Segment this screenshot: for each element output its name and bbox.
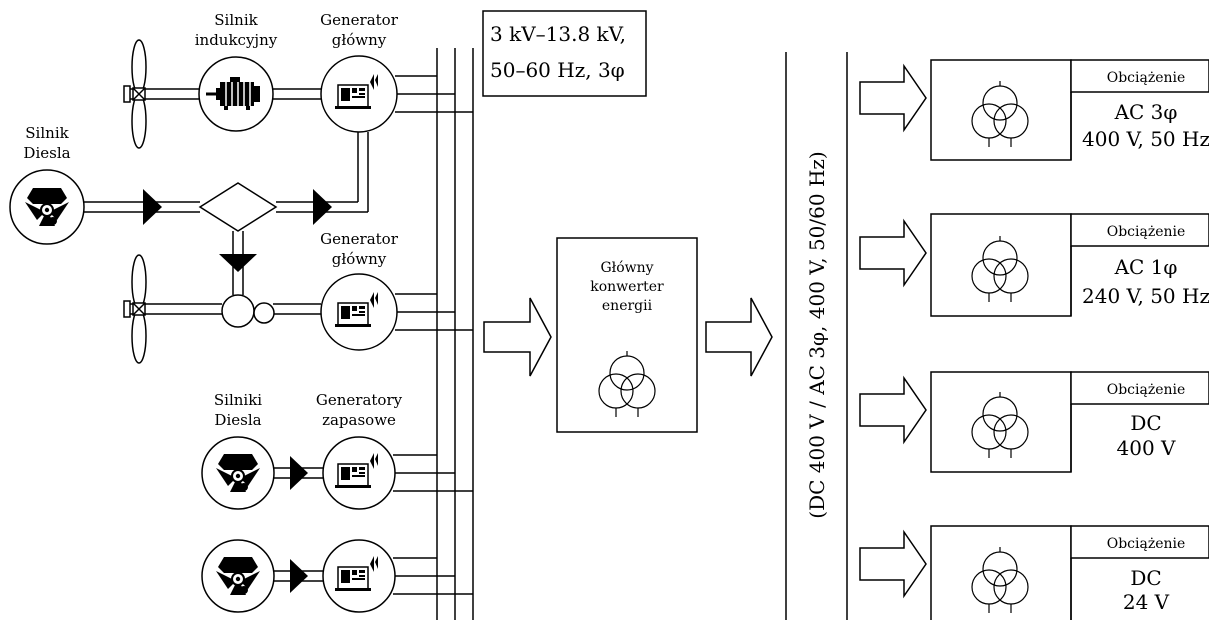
bus-spec-line-2: 50–60 Hz, 3φ	[490, 58, 625, 82]
load-3-rating: 400 V	[1117, 436, 1177, 460]
main-power-converter	[556, 237, 698, 433]
main-generator-mid	[320, 273, 398, 351]
main-generator-top-label-1: Generator	[320, 11, 399, 29]
load-4-rating: 24 V	[1123, 590, 1170, 614]
diesel-shaft	[84, 132, 369, 225]
diesel-engine-label-1: Silnik	[25, 124, 69, 142]
load-4-type: DC	[1130, 566, 1161, 590]
diesel-engine-label-2: Diesla	[23, 144, 70, 162]
load-1: Obciążenie AC 3φ 400 V, 50 Hz	[859, 59, 1209, 161]
diesel-engines-label-1: Silniki	[214, 391, 262, 409]
load-3: Obciążenie DC 400 V	[859, 371, 1209, 473]
load-4: Obciążenie DC 24 V	[859, 525, 1209, 620]
diesel-engines-label-2: Diesla	[214, 411, 261, 429]
gearbox	[198, 182, 278, 232]
load-2-title: Obciążenie	[1107, 224, 1186, 240]
load-2-type: AC 1φ	[1114, 255, 1178, 279]
bus-to-converter-arrow	[483, 297, 552, 377]
backup-shaft-2	[274, 559, 323, 593]
backup-generator-1-bus-links	[393, 454, 473, 492]
main-generator-top-label-2: główny	[332, 31, 387, 49]
backup-diesel-engine-1	[201, 436, 275, 510]
backup-generators-label-2: zapasowe	[322, 411, 396, 429]
load-2: Obciążenie AC 1φ 240 V, 50 Hz	[859, 213, 1209, 317]
diesel-engine	[9, 169, 85, 245]
converter-label-3: energii	[602, 298, 653, 314]
top-shaft-coupling	[123, 85, 321, 103]
backup-shaft-1	[274, 456, 323, 490]
load-1-rating: 400 V, 50 Hz	[1082, 127, 1209, 151]
backup-diesel-engine-2	[201, 539, 275, 613]
middle-shaft	[123, 294, 321, 328]
converter-label-1: Główny	[600, 260, 653, 276]
load-3-title: Obciążenie	[1107, 382, 1186, 398]
load-1-title: Obciążenie	[1107, 70, 1186, 86]
backup-generator-1	[322, 436, 396, 510]
backup-generators-label-1: Generatory	[316, 391, 403, 409]
load-2-rating: 240 V, 50 Hz	[1082, 284, 1209, 308]
distribution-bus	[785, 52, 848, 620]
backup-generator-2-bus-links	[393, 557, 473, 595]
load-4-title: Obciążenie	[1107, 536, 1186, 552]
load-1-type: AC 3φ	[1114, 100, 1178, 124]
top-generator-bus-links	[395, 75, 473, 113]
main-bus	[436, 48, 474, 620]
main-generator-top	[320, 55, 398, 133]
induction-motor-label-1: Silnik	[214, 11, 258, 29]
induction-motor	[198, 56, 274, 132]
converter-label-2: konwerter	[590, 279, 664, 295]
main-generator-mid-label-2: główny	[332, 250, 387, 268]
induction-motor-label-2: indukcyjny	[195, 31, 278, 49]
bus-spec-line-1: 3 kV–13.8 kV,	[490, 22, 626, 46]
bus-spec-box: 3 kV–13.8 kV, 50–60 Hz, 3φ	[482, 10, 647, 97]
load-3-type: DC	[1130, 411, 1161, 435]
mid-generator-bus-links	[395, 293, 473, 331]
backup-generator-2	[322, 539, 396, 613]
distribution-bus-label: (DC 400 V / AC 3φ, 400 V, 50/60 Hz)	[805, 151, 829, 518]
main-generator-mid-label-1: Generator	[320, 230, 399, 248]
gearbox-down-shaft	[219, 231, 257, 295]
converter-to-dist-arrow	[705, 297, 773, 377]
